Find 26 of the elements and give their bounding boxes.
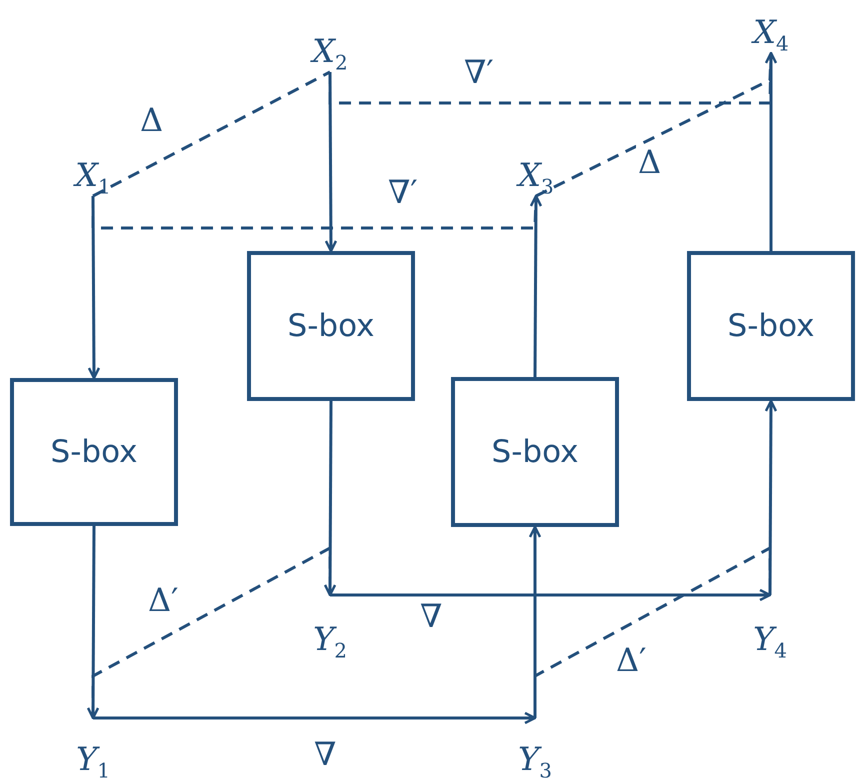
variable-label: X$_{4}$: [753, 16, 789, 53]
dashed-line: [535, 52, 772, 198]
variable-label: Y$_{2}$: [313, 622, 347, 660]
s-box-label: S-box: [288, 308, 374, 344]
dashed-line: [92, 196, 538, 230]
dashed-line: [534, 545, 772, 718]
s-box-label: S-box: [728, 308, 814, 344]
s-box: [247, 251, 415, 401]
arrow: [330, 588, 772, 602]
variable-label: Y$_{4}$: [753, 622, 787, 660]
variable-label: X$_{1}$: [75, 158, 111, 196]
s-box: [10, 378, 178, 526]
arrow: [764, 52, 778, 251]
dashed-line: [92, 70, 331, 198]
arrow: [764, 400, 778, 595]
arrow: [530, 194, 542, 377]
s-box: [687, 251, 855, 401]
s-box: [451, 377, 619, 527]
s-box-label: S-box: [492, 434, 578, 470]
variable-label: Y$_{3}$: [518, 742, 552, 780]
arrow: [86, 526, 100, 720]
variable-label: X$_{2}$: [312, 34, 348, 72]
variable-label: Y$_{1}$: [76, 742, 110, 780]
s-box-label: S-box: [50, 434, 138, 470]
arrow: [93, 712, 536, 724]
arrow: [324, 401, 336, 596]
